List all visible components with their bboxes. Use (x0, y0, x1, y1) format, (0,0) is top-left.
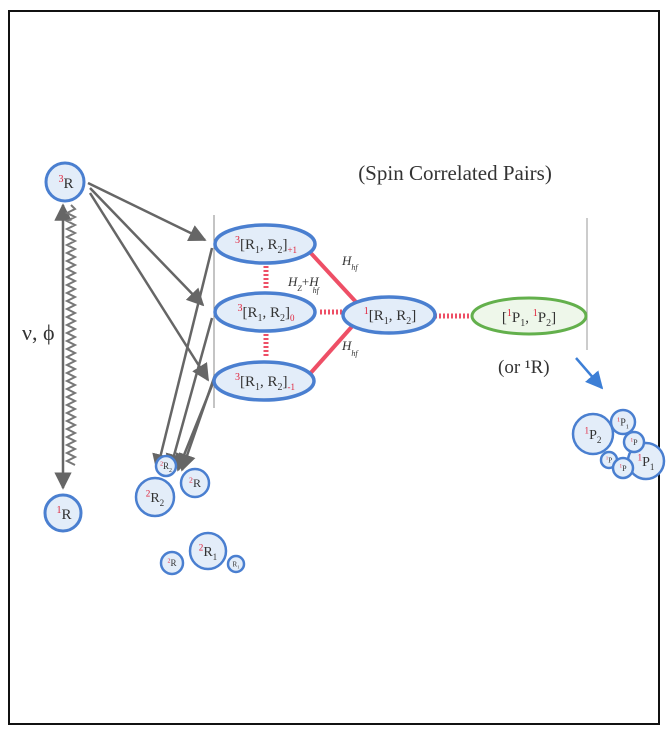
coupling-label-lower: Hhf (341, 338, 359, 358)
product-cluster-bubble (611, 456, 635, 480)
link-Tplus-S (306, 248, 358, 304)
cage-product: [1P1, 1P2] (470, 296, 588, 336)
pair-T-minus-bubble (212, 360, 316, 402)
escape-arrow-T0 (165, 317, 214, 472)
excitation-label: ν, ϕ (22, 320, 55, 345)
svg-text:1R: 1R (56, 505, 71, 523)
pair-T0: 3[R1, R2]0 (213, 291, 317, 333)
intersystem-arrows (87, 181, 210, 382)
triplet-precursor-bubble (44, 161, 86, 203)
free-radical-2: 2R2 (154, 454, 178, 478)
pair-T0-bubble (213, 291, 317, 333)
product-cluster-5: 1P (611, 456, 635, 480)
product-cluster-label: 1P (630, 438, 638, 447)
free-radical-0: 2R2 (134, 476, 176, 518)
arrow-to-T0 (89, 187, 205, 307)
free-radical-label: 2R2 (160, 461, 172, 474)
spin-superscript: 3 (58, 174, 63, 185)
pair-singlet-bubble (341, 295, 437, 335)
pair-T-minus-label: 3[R1, R2]-1 (235, 372, 295, 393)
svg-text:3R: 3R (58, 174, 73, 192)
product-cluster-label: 1P1 (617, 417, 629, 431)
species-label: R (63, 176, 73, 192)
product-cluster-2: 1P1 (609, 408, 637, 436)
singlet-precursor: 1R (43, 493, 83, 533)
free-radical-4: 2R (159, 550, 185, 576)
escape-arrow-S (178, 374, 217, 472)
pair-singlet: 1[R1, R2] (341, 295, 437, 335)
free-radical-label: 2R1 (199, 542, 217, 562)
link-Tminus-S (306, 320, 358, 378)
product-diffusion-arrow (575, 357, 604, 390)
free-radical-label: R1 (233, 560, 240, 569)
singlet-precursor-bubble (43, 493, 83, 533)
coupling-label-upper: Hhf (341, 253, 359, 272)
relaxation-wavy-line (64, 204, 78, 466)
triplet-precursor: 3R (44, 161, 86, 203)
free-radical-label: 2R (189, 475, 201, 490)
product-cluster-bubble (622, 430, 646, 454)
coupling-links (263, 248, 471, 378)
pair-T-plus-label: 3[R1, R2]+1 (235, 235, 297, 256)
product-cluster-label: 1P2 (585, 425, 602, 445)
diagram-title: (Spin Correlated Pairs) (358, 161, 552, 185)
pair-singlet-label: 1[R1, R2] (364, 306, 417, 327)
product-cluster-label: 1P (606, 456, 612, 465)
product-cluster-3: 1P (622, 430, 646, 454)
free-radical-bubble (134, 476, 176, 518)
free-radical-1: 2R (179, 467, 211, 499)
product-cluster-0: 1P2 (571, 412, 615, 456)
product-cluster-label: 1P (619, 464, 627, 473)
pair-T0-label: 3[R1, R2]0 (237, 303, 295, 324)
pair-T-plus-bubble (213, 223, 317, 265)
cage-product-bubble (470, 296, 588, 336)
free-radical-bubble (159, 550, 185, 576)
pair-T-minus: 3[R1, R2]-1 (212, 360, 316, 402)
spin-superscript: 1 (56, 505, 61, 516)
species-label: R (61, 507, 71, 523)
pair-T-plus: 3[R1, R2]+1 (213, 223, 317, 265)
escape-arrow-T-plus (152, 247, 214, 472)
free-radical-bubble (154, 454, 178, 478)
escape-arrows (152, 247, 217, 472)
free-radical-bubble (188, 531, 228, 571)
free-radical-3: 2R1 (188, 531, 228, 571)
free-radical-bubble (179, 467, 211, 499)
product-cluster-bubble (571, 412, 615, 456)
alt-product-label: (or ¹R) (498, 357, 550, 378)
product-cluster-label: 1P1 (638, 452, 655, 472)
arrow-to-T-plus (87, 181, 207, 242)
free-radical-cluster: 2R2 2R 2R2 2R1 2R R1 (134, 454, 246, 576)
free-radical-label: 2R2 (146, 488, 165, 508)
arrow-to-T-minus (88, 192, 210, 382)
cage-product-label: [1P1, 1P2] (502, 308, 556, 329)
diagram-frame (8, 10, 660, 725)
free-radical-5: R1 (226, 554, 246, 574)
free-radical-label: 2R (168, 558, 177, 568)
product-cluster-bubble (609, 408, 637, 436)
free-radical-bubble (226, 554, 246, 574)
